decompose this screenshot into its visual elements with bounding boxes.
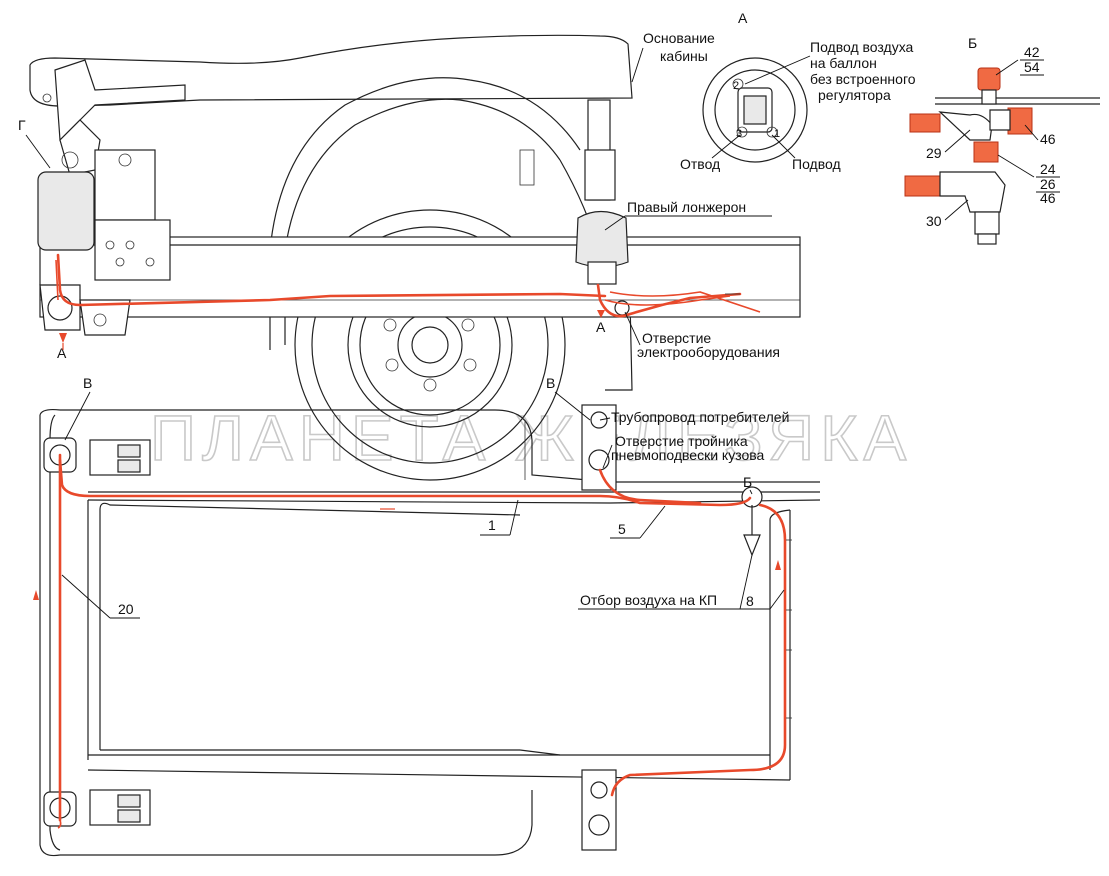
electrical-hole-label-2: электрооборудования — [637, 344, 780, 360]
front-right-spring — [581, 404, 617, 491]
take-off-arrow — [743, 534, 761, 557]
valve-port-1: 1 — [774, 128, 780, 140]
detail-b-title: Б — [968, 35, 977, 51]
air-supply-label-3: без встроенного — [810, 71, 916, 87]
plan-view — [33, 404, 821, 857]
right-spar-label: Правый лонжерон — [627, 199, 746, 215]
front-suspension — [37, 59, 186, 336]
air-take-off-label: Отбор воздуха на КП — [580, 592, 717, 608]
side-labels: Основание кабины Правый лонжерон Отверст… — [18, 30, 780, 361]
tee-fitting — [741, 486, 763, 508]
part-29: 29 — [926, 145, 942, 161]
valve-port-2: 2 — [733, 80, 739, 92]
pipe-1-label: 1 — [488, 517, 496, 533]
pipe-8 — [610, 503, 787, 797]
watermark: ПЛАНЕТА ЖЕЛЕЗЯКА — [150, 402, 912, 474]
part-24: 24 — [1040, 161, 1056, 177]
cab-base-label-2: кабины — [660, 48, 708, 64]
detail-a-title: А — [738, 10, 748, 26]
pipe-side-main — [56, 253, 607, 307]
tee-hole-label-1: Отверстие тройника — [615, 433, 748, 449]
cab-base-label-1: Основание — [643, 30, 715, 46]
part-54: 54 — [1024, 59, 1040, 75]
part-42: 42 — [1024, 44, 1040, 60]
air-supply-label-1: Подвод воздуха — [810, 39, 914, 55]
detail-a: А 2 3 1 Подвод воздуха на баллон без вст… — [680, 10, 916, 172]
wheel-arch-inner — [284, 98, 561, 345]
pipe-5-label: 5 — [618, 521, 626, 537]
label-g: Г — [18, 117, 26, 133]
consumer-pipeline-label: Трубопровод потребителей — [611, 409, 789, 425]
outlet-label: Отвод — [680, 156, 720, 172]
pipe-5 — [598, 468, 702, 505]
air-supply-label-2: на баллон — [810, 55, 877, 71]
detail-b: Б 42 54 46 29 24 26 46 30 — [904, 35, 1100, 245]
rear-air-spring — [519, 99, 630, 316]
electrical-hole-label-1: Отверстие — [642, 330, 711, 346]
b-small-label: Б — [743, 474, 752, 490]
cab-floor-outline — [60, 409, 820, 483]
rear-right-spring — [581, 769, 617, 851]
arrow-a-left-label: А — [57, 345, 67, 361]
valve-port-3: 3 — [736, 128, 742, 140]
side-view — [29, 34, 801, 481]
part-46b: 46 — [1040, 190, 1056, 206]
inlet-label: Подвод — [792, 156, 841, 172]
air-supply-label-4: регулятора — [818, 87, 891, 103]
tee-hole-label-2: пневмоподвески кузова — [611, 447, 765, 463]
pipe-1 — [58, 458, 752, 507]
v-left-label: В — [83, 375, 92, 391]
part-26: 26 — [1040, 176, 1056, 192]
plan-labels: В В Трубопровод потребителей Отверстие т… — [61, 375, 789, 619]
v-right-label: В — [546, 375, 555, 391]
pipe-side-up — [596, 283, 742, 318]
wheel-arch-outer — [269, 77, 581, 350]
front-left-mount — [43, 437, 151, 476]
rear-left-mount — [43, 789, 151, 827]
pipe-20-label: 20 — [118, 601, 134, 617]
part-30: 30 — [926, 213, 942, 229]
arrow-a-right-label: А — [596, 319, 606, 335]
pipe-8-label: 8 — [746, 593, 754, 609]
part-46a: 46 — [1040, 131, 1056, 147]
cab-base-outline — [29, 34, 633, 107]
